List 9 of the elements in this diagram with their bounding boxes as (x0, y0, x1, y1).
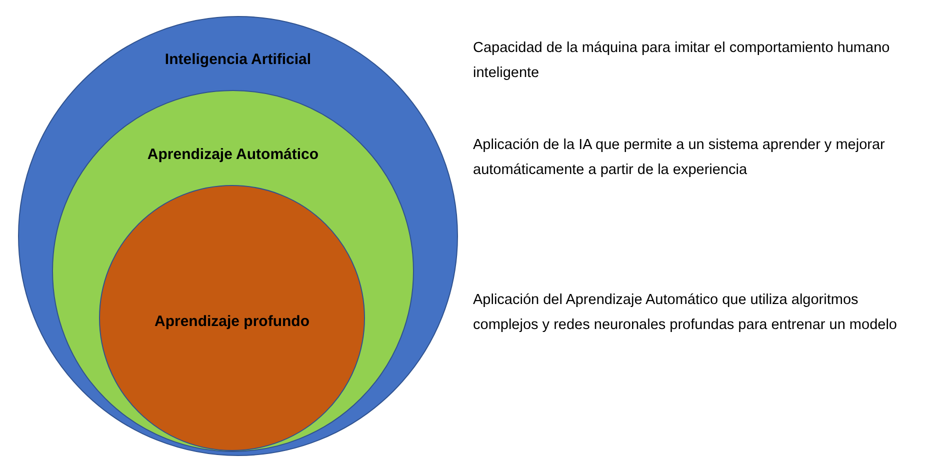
circle-title: Aprendizaje profundo (154, 313, 310, 330)
circle-node (18, 16, 458, 456)
circle-node (99, 185, 365, 451)
circle-title: Inteligencia Artificial (164, 51, 312, 68)
description-text: Aplicación de la IA que permite a un sistema aprender y mejorar automáticamente a partir de la experiencia (473, 136, 886, 180)
description-text: Aplicación del Aprendizaje Automático que utiliza algoritmos complejos y redes neuronales profundas para entrenar un modelo (473, 291, 898, 335)
circle-node (52, 90, 414, 452)
circle-title: Aprendizaje Automático (147, 146, 319, 163)
description-text: Capacidad de la máquina para imitar el comportamiento humano inteligente (473, 39, 891, 83)
